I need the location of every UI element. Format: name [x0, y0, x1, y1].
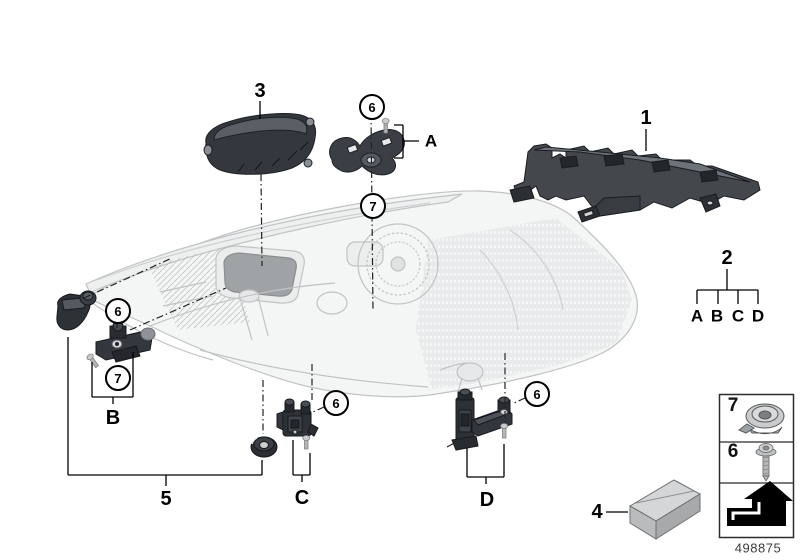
part5-grommet-drawing	[250, 436, 278, 458]
headlight-assembly-drawing	[85, 190, 638, 398]
grommet-nut-icon	[738, 403, 785, 435]
panel-row-7-label[interactable]: 7	[727, 395, 739, 416]
partD-bracket-drawing	[451, 388, 513, 451]
legend-item-c[interactable]: C	[731, 306, 745, 326]
annotation-lines	[67, 101, 759, 513]
callout-7-left[interactable]: 7	[105, 365, 131, 391]
partB-screw-drawing	[86, 353, 100, 369]
part-1-label[interactable]: 1	[640, 107, 652, 129]
partC-bracket-drawing	[276, 398, 319, 437]
partB-bracket-drawing	[95, 320, 156, 363]
group-a-label[interactable]: A	[424, 131, 438, 151]
callout-6-c[interactable]: 6	[323, 390, 349, 416]
group-c-label[interactable]: C	[294, 487, 310, 509]
callout-6-top[interactable]: 6	[359, 94, 385, 120]
part-3-label[interactable]: 3	[254, 80, 266, 102]
part-4-label[interactable]: 4	[591, 501, 603, 523]
legend-item-b[interactable]: B	[710, 306, 724, 326]
leader-dash-lines	[83, 112, 526, 448]
partC-screw-drawing	[302, 435, 311, 450]
torx-screw-icon	[755, 443, 777, 482]
legend-item-d[interactable]: D	[751, 306, 765, 326]
callout-6-left[interactable]: 6	[105, 298, 131, 324]
partA-bracket-drawing	[329, 129, 405, 176]
panel-row-6-label[interactable]: 6	[727, 441, 739, 462]
partD-screw-drawing	[500, 423, 509, 439]
group-b-label[interactable]: B	[105, 407, 121, 429]
partA-screw-drawing	[381, 118, 390, 134]
part-5-label[interactable]: 5	[160, 488, 172, 510]
legend-item-a[interactable]: A	[690, 306, 704, 326]
part1-bracket-drawing	[509, 143, 761, 223]
group-d-label[interactable]: D	[479, 489, 495, 511]
part-2-label[interactable]: 2	[721, 247, 733, 269]
callout-6-d[interactable]: 6	[524, 381, 550, 407]
part5-cap-drawing	[56, 290, 97, 331]
fastener-panel	[718, 393, 795, 539]
direction-arrow-icon	[727, 481, 793, 526]
part3-cover-drawing	[203, 113, 317, 175]
callout-7-top[interactable]: 7	[360, 193, 386, 219]
document-number: 498875	[734, 540, 782, 556]
part4-box-drawing	[629, 479, 702, 540]
